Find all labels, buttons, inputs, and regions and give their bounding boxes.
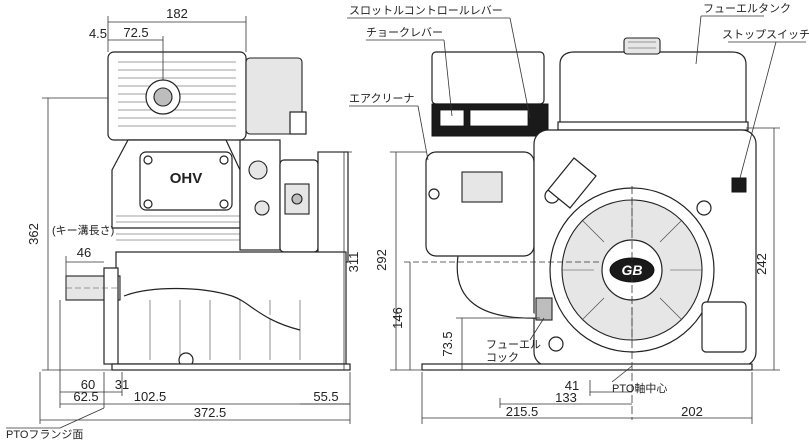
dim-46: 46 (77, 245, 91, 260)
dim-133: 133 (555, 390, 577, 405)
dim-4-5: 4.5 (89, 26, 107, 41)
dim-215-5: 215.5 (506, 404, 539, 419)
dim-242: 242 (754, 253, 769, 275)
air-cleaner-knob (291, 193, 303, 205)
air-cleaner-label: エアクリーナ (349, 92, 414, 105)
valve-cover (139, 151, 233, 211)
dim-372-5: 372.5 (194, 405, 227, 420)
callout-leaders (347, 15, 806, 383)
bolt-icon (696, 200, 712, 216)
dim-41: 41 (565, 378, 579, 393)
dim-292: 292 (374, 249, 389, 271)
dim-202: 202 (681, 404, 703, 419)
fuel-tank-rim (557, 121, 749, 131)
dim-102-5: 102.5 (134, 389, 167, 404)
pto-flange (103, 267, 119, 365)
choke-decal (439, 109, 465, 127)
stop-switch (731, 177, 747, 193)
bolt-icon (219, 199, 229, 209)
crankcase-ribs (149, 300, 301, 360)
stop-switch-label: ストップスイッチ (722, 28, 809, 41)
dim-60: 60 (81, 377, 95, 392)
cylinder-fins (116, 215, 240, 241)
carburetor-area (239, 139, 281, 251)
bolt-icon (219, 155, 229, 165)
oil-filler (701, 301, 747, 353)
dim-182: 182 (166, 6, 188, 21)
dim-362: 362 (26, 223, 41, 245)
fuel-cock (535, 297, 553, 321)
bolt-icon (143, 199, 153, 209)
crankcase (115, 251, 347, 365)
air-cleaner-plate (461, 171, 503, 203)
control-cover (431, 51, 545, 105)
dim-62-5: 62.5 (73, 389, 98, 404)
bolt-icon (548, 336, 564, 352)
dim-311: 311 (346, 252, 361, 273)
right-dimension-lines (390, 127, 780, 424)
ohv-mark: OHV (170, 170, 203, 187)
fuel-cock-label: フューエル コック (486, 339, 544, 364)
left-dimension-lines (6, 16, 352, 429)
dim-73-5: 73.5 (440, 331, 455, 356)
base-plate (111, 363, 351, 371)
recoil-handle (547, 157, 597, 209)
air-cleaner (425, 151, 535, 257)
throttle-decal (469, 109, 529, 127)
fuel-tank-label: フューエルタンク (703, 2, 791, 15)
fuel-hose (456, 255, 541, 319)
pto-flange-label: PTOフランジ面 (6, 429, 83, 441)
right-engine-view: GB (347, 2, 809, 424)
left-engine-view: OHV (6, 6, 361, 441)
right-base-plate (421, 363, 753, 371)
linkage-pivot (248, 160, 268, 180)
linkage-pivot (254, 200, 270, 216)
fuel-line (231, 295, 301, 331)
dim-146: 146 (390, 307, 405, 329)
bolt-icon (143, 155, 153, 165)
bolt-icon (428, 188, 440, 200)
fuel-line (123, 287, 233, 297)
throttle-label: スロットルコントロールレバー (349, 4, 503, 17)
dim-72-5: 72.5 (123, 25, 148, 40)
key-length-label: (キー溝長さ) (52, 224, 114, 237)
pto-center-label: PTO軸中心 (612, 381, 667, 395)
dim-55-5: 55.5 (313, 389, 338, 404)
fuel-tank (559, 51, 747, 129)
choke-label: チョークレバー (366, 26, 443, 39)
fuel-tank-side (317, 151, 349, 263)
dim-31: 31 (115, 377, 129, 392)
muffler-outlet-core (153, 87, 173, 107)
control-box (289, 111, 307, 135)
rear-cover (245, 57, 303, 135)
fuel-cap (623, 37, 661, 55)
